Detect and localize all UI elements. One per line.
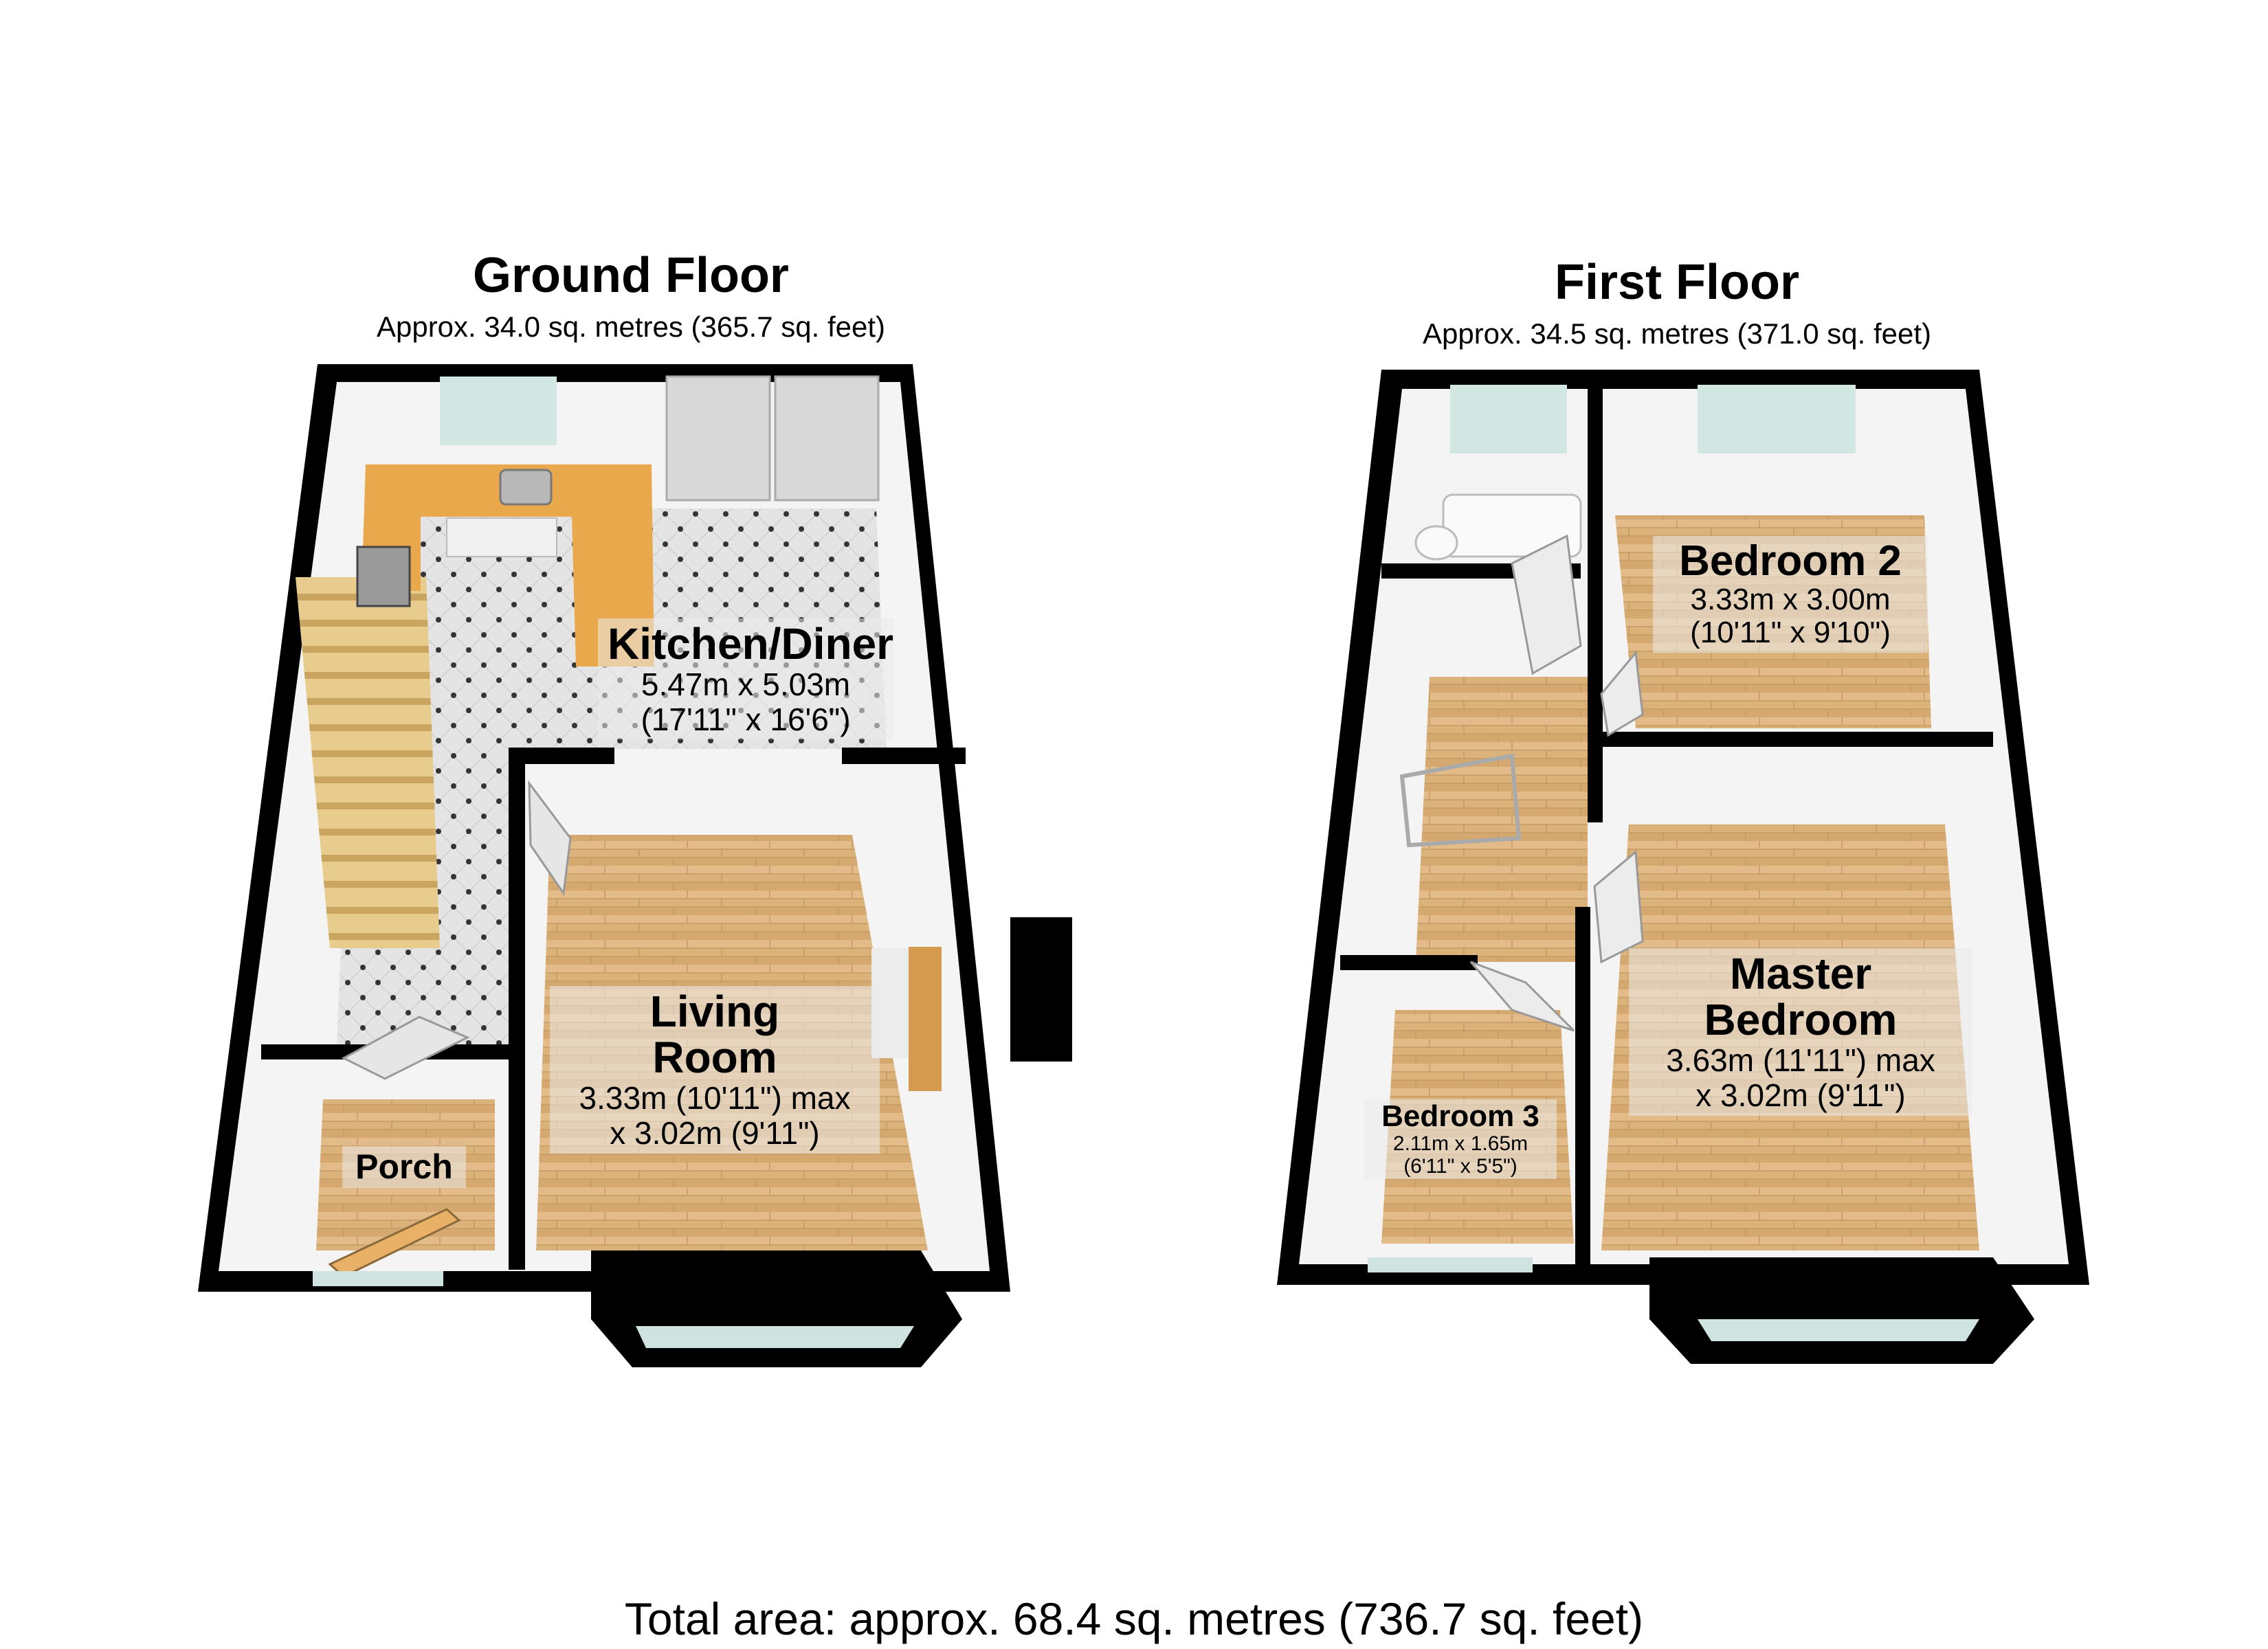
total-area: Total area: approx. 68.4 sq. metres (736… xyxy=(624,1593,1644,1644)
ground-floor-title: Ground Floor xyxy=(473,248,789,303)
master-left-wall xyxy=(1575,907,1590,1278)
master-left-wall-upper xyxy=(1588,747,1603,822)
chimney-breast xyxy=(1010,917,1072,1062)
room-label-bedroom-3: Bedroom 3 2.11m x 1.65m (6'11" x 5'5") xyxy=(1364,1099,1557,1180)
bath-icon xyxy=(1442,493,1582,558)
bedroom3-top-wall xyxy=(1340,955,1478,970)
patio-door-right xyxy=(774,375,880,502)
first-floor-plan xyxy=(1277,370,2089,1364)
master-door xyxy=(1593,849,1644,964)
room-name: Master Bedroom xyxy=(1704,949,1898,1045)
room-name: Bedroom 3 xyxy=(1381,1099,1539,1133)
living-bay-glass xyxy=(636,1326,914,1348)
bedroom2-bottom-wall xyxy=(1588,732,1993,747)
patio-door-left xyxy=(665,375,771,502)
room-name: Bedroom 2 xyxy=(1679,537,1902,585)
room-dims-line: x 3.02m (9'11") xyxy=(1696,1077,1906,1113)
room-label-bedroom-2: Bedroom 2 3.33m x 3.00m (10'11" x 9'10") xyxy=(1653,536,1928,653)
room-dims-line: (10'11" x 9'10") xyxy=(1690,616,1891,650)
kitchen-worktop xyxy=(362,464,654,666)
living-room-inner-wall xyxy=(525,764,612,1250)
bedroom3-window xyxy=(1368,1257,1533,1272)
basin-icon xyxy=(1414,525,1458,561)
room-dims-line: 3.33m (10'11") max xyxy=(579,1080,851,1117)
bedroom2-window xyxy=(1698,385,1856,453)
first-floor-title: First Floor xyxy=(1555,255,1799,310)
ground-floor-stairs xyxy=(296,577,440,948)
living-room-door xyxy=(528,780,572,897)
sideboard xyxy=(909,947,942,1091)
room-dims-line: 3.33m x 3.00m xyxy=(1690,583,1891,617)
banister xyxy=(1399,753,1522,848)
master-bay-glass xyxy=(1698,1319,1979,1341)
room-label-porch: Porch xyxy=(342,1146,466,1188)
master-bay-window xyxy=(1649,1257,2034,1364)
room-dims-line: (17'11" x 16'6") xyxy=(641,701,851,737)
bathroom-door xyxy=(1511,534,1582,675)
room-label-living-room: Living Room 3.33m (10'11") max x 3.02m (… xyxy=(550,986,880,1154)
hob-icon xyxy=(356,546,411,607)
first-floor-area: Approx. 34.5 sq. metres (371.0 sq. feet) xyxy=(1422,317,1932,350)
bathroom-window xyxy=(1450,385,1567,453)
room-label-kitchen-diner: Kitchen/Diner 5.47m x 5.03m (17'11" x 16… xyxy=(598,618,894,740)
living-room-wall-top-right xyxy=(842,748,966,764)
room-dims-line: (6'11" x 5'5") xyxy=(1403,1155,1517,1178)
rear-window xyxy=(440,377,557,445)
room-dims-line: 2.11m x 1.65m xyxy=(1392,1132,1528,1156)
bedroom2-left-wall xyxy=(1588,370,1603,782)
room-dims-line: x 3.02m (9'11") xyxy=(610,1114,820,1151)
kitchen-cupboards xyxy=(446,517,557,557)
ground-floor-area: Approx. 34.0 sq. metres (365.7 sq. feet) xyxy=(376,311,886,343)
living-room-wall xyxy=(509,748,525,1270)
living-room-wall-top-left xyxy=(525,748,614,764)
ground-floor-plan xyxy=(198,364,1072,1367)
room-name: Kitchen/Diner xyxy=(608,619,894,669)
porch-inner-door xyxy=(341,1016,470,1080)
front-window xyxy=(313,1271,443,1286)
bedroom3-door xyxy=(1469,961,1575,1032)
room-name: Porch xyxy=(355,1147,453,1186)
sink-icon xyxy=(499,469,553,506)
room-name: Living Room xyxy=(649,987,780,1083)
room-dims-line: 3.63m (11'11") max xyxy=(1666,1042,1935,1079)
room-dims-line: 5.47m x 5.03m xyxy=(641,666,851,703)
room-label-master-bedroom: Master Bedroom 3.63m (11'11") max x 3.02… xyxy=(1629,948,1972,1116)
bedroom2-door xyxy=(1600,650,1644,737)
living-bay-window xyxy=(591,1250,962,1367)
landing-floor xyxy=(1416,677,1588,962)
